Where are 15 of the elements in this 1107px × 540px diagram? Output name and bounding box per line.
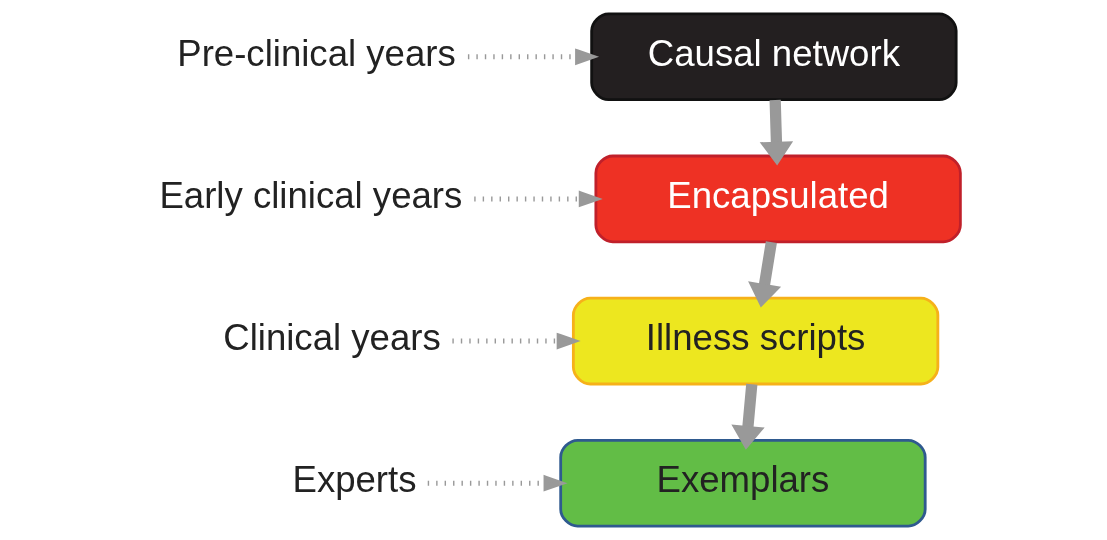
arrow [467, 48, 599, 66]
arrow [730, 383, 765, 450]
arrow [473, 190, 603, 208]
node-text: Experts [292, 459, 417, 501]
arrow [759, 99, 793, 166]
node-box: Illness scripts [571, 296, 939, 386]
node-text: Clinical years [222, 316, 441, 358]
node-box: Encapsulated [593, 154, 962, 244]
arrow [427, 474, 568, 492]
arrow [451, 332, 581, 350]
arrow [747, 241, 781, 308]
node-text: Pre-clinical years [176, 32, 456, 74]
node-box: Exemplars [558, 438, 927, 528]
node-box: Causal network [589, 12, 958, 102]
node-text: Early clinical years [158, 174, 462, 216]
